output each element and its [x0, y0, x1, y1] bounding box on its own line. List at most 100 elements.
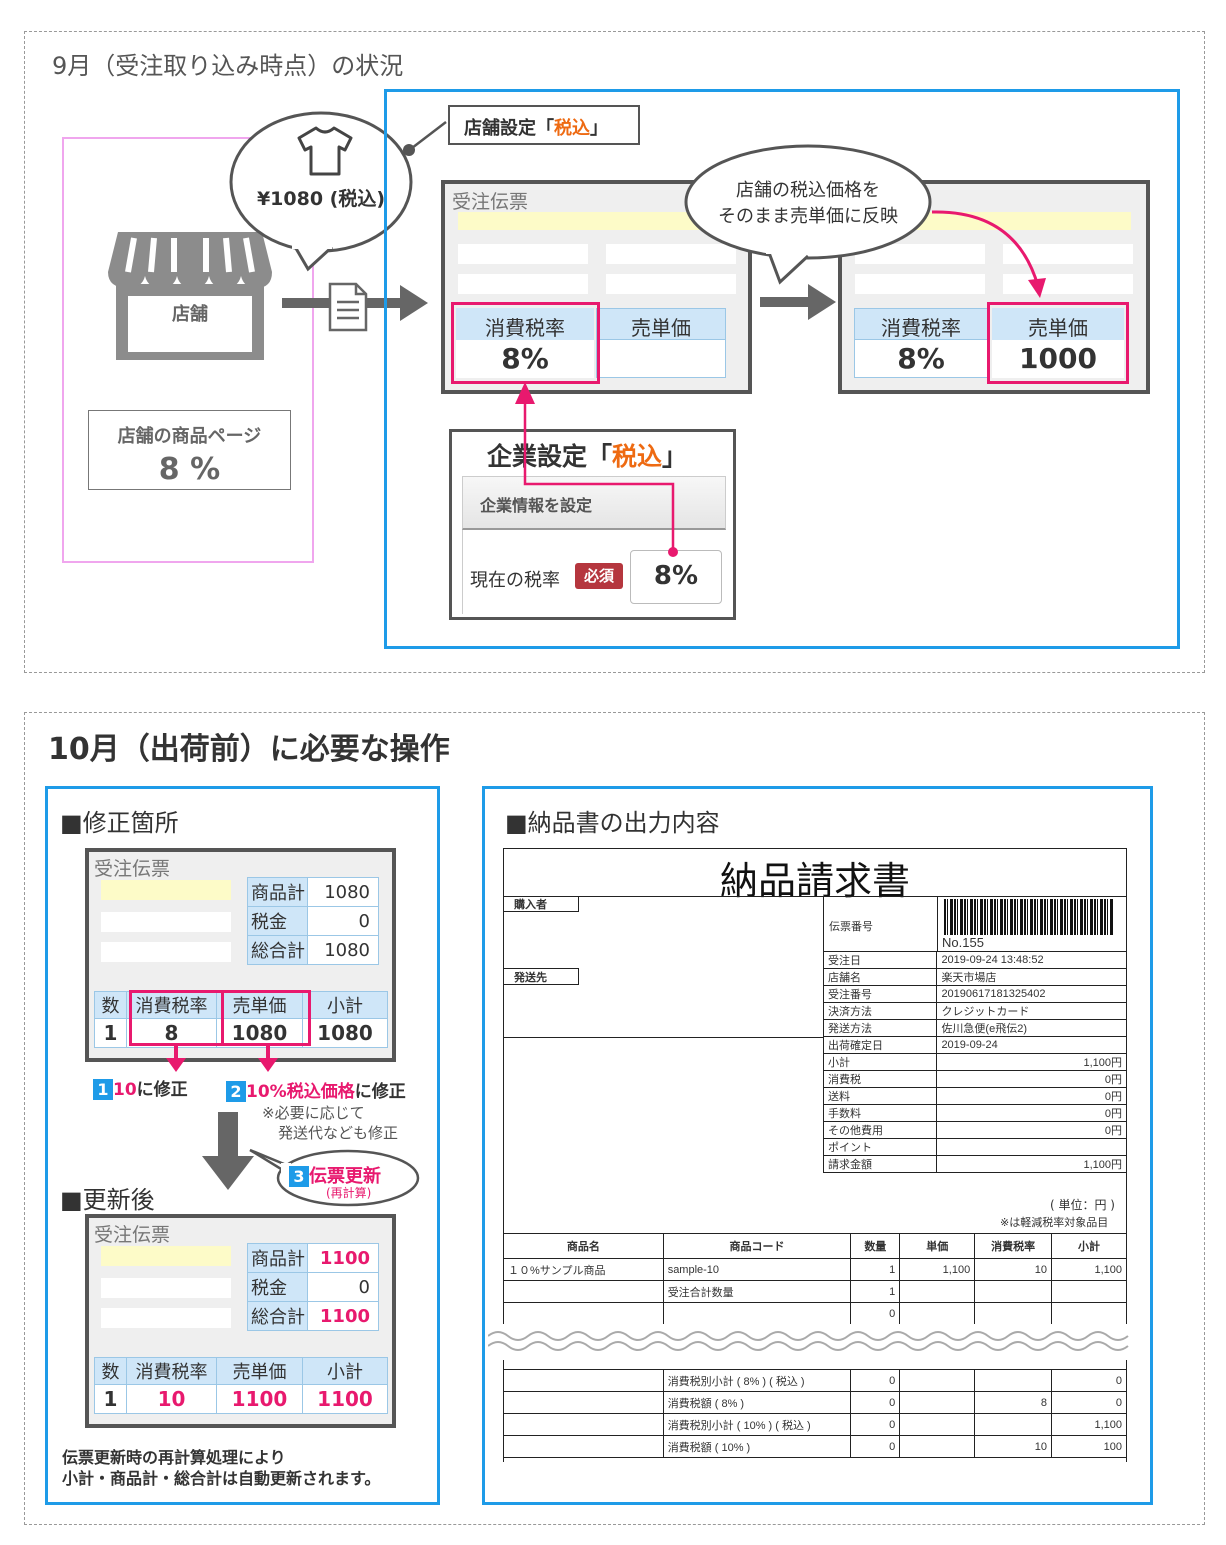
invoice-info-row: 店舗名楽天市場店: [822, 968, 1127, 986]
invoice-panel: [482, 786, 1153, 1505]
summary-value: 0: [307, 906, 379, 936]
invoice-info-cell: 店舗名: [822, 968, 938, 986]
company-setting-title: 企業設定「税込」: [487, 437, 687, 473]
slip2-tax-rate-value-bg: [854, 340, 988, 378]
store-arrow-head: [400, 285, 428, 321]
slip1-unit-price-label: 売単価: [631, 316, 691, 340]
shop-setting-connector: [403, 121, 447, 156]
row-value: 1: [94, 1384, 127, 1414]
company-info-panel: [462, 530, 726, 614]
slip2-unit-price-highlight: [987, 302, 1129, 384]
row-value: 1080: [302, 1018, 388, 1048]
slip2-unit-price-value-bg: [992, 340, 1124, 378]
current-tax-rate-input[interactable]: [630, 550, 722, 604]
slip1-field: [606, 244, 736, 264]
summary-value: 1100: [307, 1243, 379, 1273]
company-to-slip-arrow: [515, 382, 678, 557]
summary-value: 0: [307, 1272, 379, 1302]
invoice-tax-cell: [899, 1435, 976, 1458]
slip1-yellow-field: [458, 212, 734, 230]
invoice-header-cell: 単価: [899, 1233, 976, 1259]
invoice-tax-cell: [503, 1413, 664, 1436]
store-area: [62, 137, 314, 563]
invoice-tax-cell: 0: [1051, 1369, 1127, 1392]
before-unit-price-highlight: [221, 990, 311, 1046]
invoice-header-line: [503, 896, 1127, 897]
slip1-unit-price-value-bg: [596, 340, 726, 378]
invoice-info-cell: 受注番号: [822, 985, 938, 1003]
summary-label: 総合計: [247, 1301, 308, 1331]
slip2-field: [1003, 244, 1133, 264]
invoice-amount-cell: 1,100円: [936, 1053, 1127, 1071]
row-value: 10: [126, 1384, 217, 1414]
invoice-item-cell: [503, 1280, 664, 1303]
invoice-item-cell: [899, 1280, 976, 1303]
invoice-header-cell: 小計: [1051, 1233, 1127, 1259]
after-slip-title: 受注伝票: [94, 1224, 171, 1246]
invoice-section-title: ■納品書の出力内容: [505, 809, 720, 837]
slip1-tax-rate-value: 8%: [501, 342, 549, 375]
invoice-tax-cell: 8: [974, 1391, 1053, 1414]
slip1-field: [606, 274, 736, 294]
invoice-item-cell: 1,100: [899, 1258, 976, 1281]
update-arrow-shaft: [218, 1112, 238, 1158]
invoice-divider: [503, 1037, 823, 1038]
store-label: 店舗: [172, 304, 208, 325]
invoice-tax-cell: [503, 1391, 664, 1414]
invoice-item-cell: １０%サンプル商品: [503, 1258, 664, 1281]
invoice-info-cell: 20190617181325402: [936, 985, 1127, 1003]
invoice-tax-cell: 0: [850, 1391, 901, 1414]
invoice-tax-cell: 消費税額 ( 8% ): [662, 1391, 852, 1414]
system-frame: [384, 89, 1180, 649]
wavy-break: [488, 1324, 1138, 1360]
reflect-bubble-line2: そのまま売単価に反映: [718, 206, 898, 227]
september-section: [24, 31, 1205, 673]
invoice-tax-cell: 消費税別小計 ( 10% ) ( 税込 ): [662, 1413, 852, 1436]
invoice-tax-cell: 0: [850, 1435, 901, 1458]
slip1-tax-rate-highlight: [451, 302, 600, 384]
invoice-tax-cell: [503, 1369, 664, 1392]
invoice-tax-cell: [974, 1369, 1053, 1392]
slip-no-label: 伝票番号: [829, 920, 873, 933]
invoice-tax-cell: 10: [974, 1435, 1053, 1458]
company-setting-suffix: 」: [662, 442, 688, 471]
after-field: [101, 1308, 231, 1328]
product-page-rate: 8 %: [158, 452, 221, 487]
invoice-tax-cell: 1,100: [1051, 1413, 1127, 1436]
price-bubble-text: ¥1080 (税込): [256, 188, 386, 210]
col-label: 小計: [302, 991, 388, 1019]
step2-arrow-shaft: [266, 1046, 270, 1060]
invoice-zero-row: 0: [503, 1302, 1127, 1325]
step3-number: 3: [289, 1166, 309, 1187]
product-page-box: [88, 410, 291, 490]
invoice-tax-cell: [899, 1369, 976, 1392]
col-label: 数: [94, 1357, 127, 1385]
summary-value: 1080: [307, 935, 379, 965]
price-bubble: [229, 111, 413, 272]
slip-no: No.155: [942, 935, 984, 950]
step2-value: 10%税込価格: [246, 1082, 355, 1102]
slip1-tax-rate-header-bg: [456, 308, 594, 340]
note-line1: ※必要に応じて: [262, 1104, 365, 1122]
invoice-info-row: 決済方法クレジットカード: [822, 1002, 1127, 1020]
october-section: [24, 712, 1205, 1525]
invoice-tax-cell: [503, 1435, 664, 1458]
note-line2: 発送代なども修正: [278, 1124, 399, 1142]
invoice-header-cell: 商品名: [503, 1233, 664, 1259]
col-label: 売単価: [216, 1357, 303, 1385]
step3-bubble: [249, 1148, 420, 1207]
footer-line1: 伝票更新時の再計算処理により: [62, 1448, 286, 1467]
step3-text: 伝票更新: [309, 1166, 381, 1187]
step2-text: に修正: [354, 1082, 406, 1102]
slip2-field: [855, 244, 985, 264]
summary-label: 総合計: [247, 935, 308, 965]
tshirt-icon: [297, 126, 353, 176]
